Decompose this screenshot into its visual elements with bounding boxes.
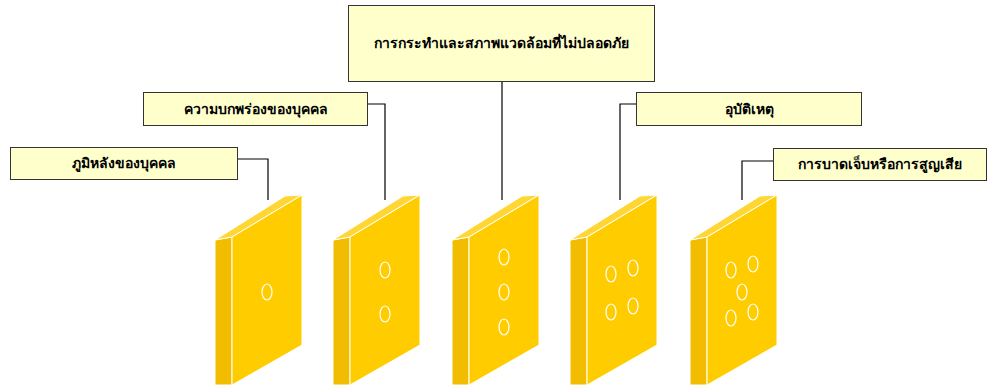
domino-side [452, 237, 469, 385]
label-text: ความบกพร่องของบุคคล [184, 101, 328, 118]
domino-side [333, 237, 350, 385]
domino-dot [606, 266, 616, 282]
domino-face [350, 195, 420, 385]
domino-dot [380, 306, 390, 322]
domino-dot [628, 260, 638, 276]
leader-line [501, 82, 502, 200]
domino-side [215, 237, 232, 385]
domino-dot [499, 249, 509, 265]
domino [452, 195, 539, 385]
domino-face [707, 195, 777, 385]
domino-dot [262, 284, 272, 300]
label-text: อุบัติเหตุ [725, 101, 774, 118]
label-box: การบาดเจ็บหรือการสูญเสีย [773, 148, 987, 181]
leader-line [742, 161, 773, 200]
label-box: อุบัติเหตุ [636, 92, 862, 126]
domino-dot [737, 284, 747, 300]
domino-face [469, 195, 539, 385]
label-box: ความบกพร่องของบุคคล [143, 92, 368, 126]
domino [690, 195, 777, 385]
leader-line [620, 104, 636, 200]
domino-blocks [215, 195, 777, 385]
domino-dot [499, 284, 509, 300]
domino-side [690, 237, 707, 385]
leader-line [368, 104, 385, 200]
label-text: การบาดเจ็บหรือการสูญเสีย [798, 156, 962, 173]
domino-dot [606, 304, 616, 320]
domino [333, 195, 420, 385]
domino [215, 195, 302, 385]
domino-dot [726, 310, 736, 326]
domino-dot [748, 256, 758, 272]
domino-face [232, 195, 302, 385]
domino-dot [748, 304, 758, 320]
domino-dot [726, 262, 736, 278]
domino [570, 195, 657, 385]
domino-dot [380, 262, 390, 278]
label-text: การกระทำและสภาพแวดล้อมที่ไม่ปลอดภัย [374, 35, 629, 52]
domino-dot [628, 298, 638, 314]
domino-dot [499, 319, 509, 335]
leader-line [238, 159, 268, 200]
domino-side [570, 237, 587, 385]
label-text: ภูมิหลังของบุคคล [72, 155, 176, 172]
label-box: ภูมิหลังของบุคคล [10, 147, 238, 180]
label-box: การกระทำและสภาพแวดล้อมที่ไม่ปลอดภัย [348, 5, 655, 82]
domino-face [587, 195, 657, 385]
